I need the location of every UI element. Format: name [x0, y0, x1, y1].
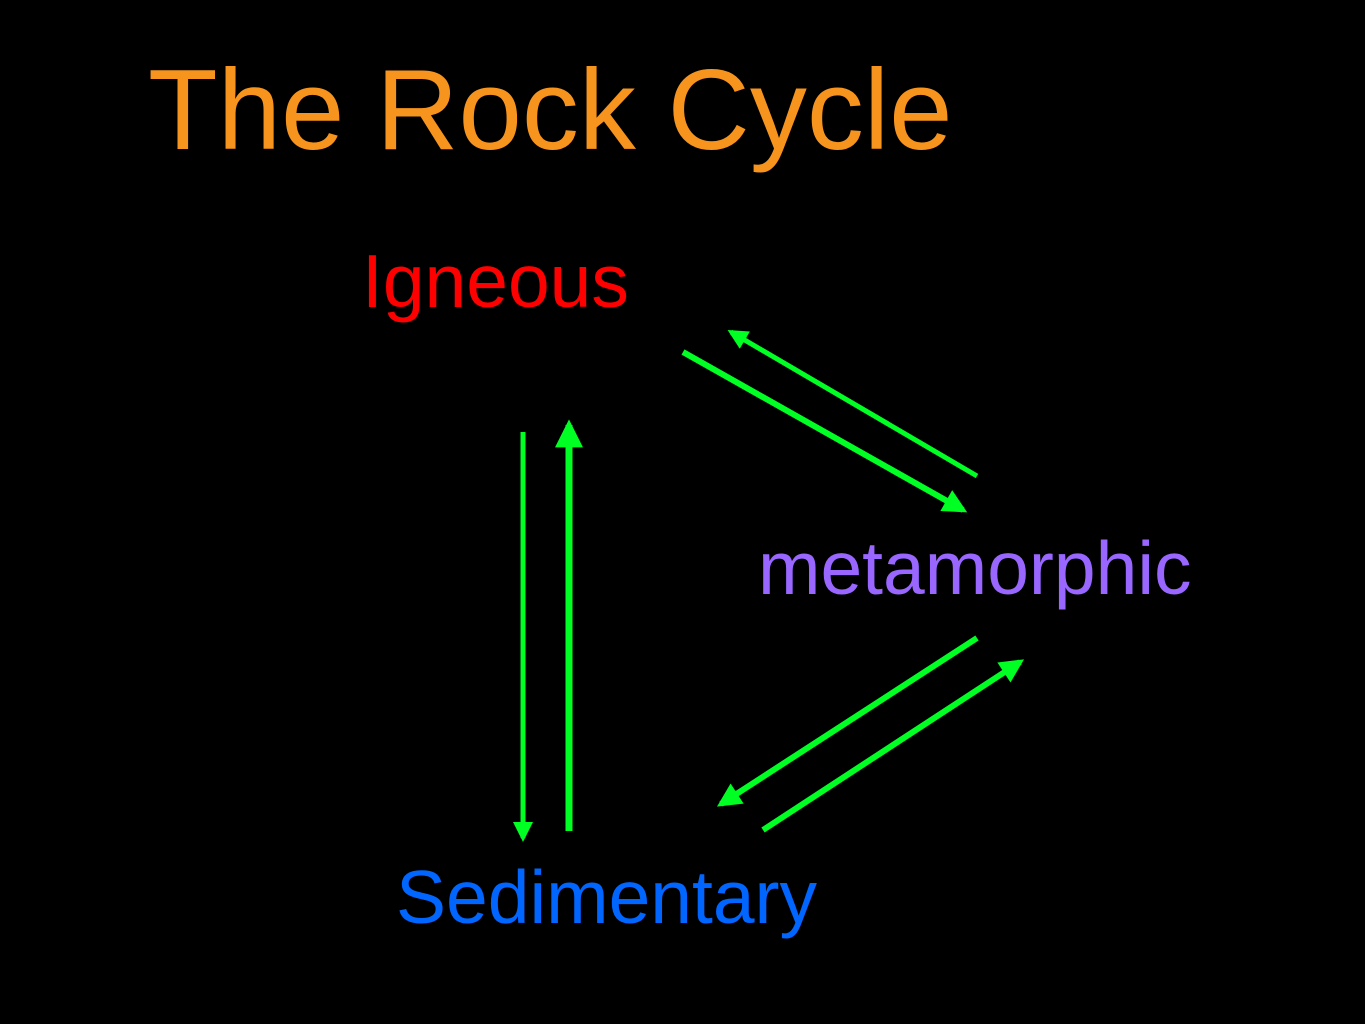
sedimentary-label: Sedimentary — [396, 855, 818, 939]
igneous-label: Igneous — [362, 239, 629, 323]
metamorphic-label: metamorphic — [758, 526, 1192, 610]
arrow-metamorphic-to-igneous — [727, 329, 979, 479]
arrow-metamorphic-to-sedimentary — [716, 635, 979, 807]
slide-title: The Rock Cycle — [148, 47, 953, 174]
arrow-sedimentary-to-metamorphic — [761, 659, 1025, 833]
arrow-igneous-to-metamorphic — [681, 349, 968, 513]
